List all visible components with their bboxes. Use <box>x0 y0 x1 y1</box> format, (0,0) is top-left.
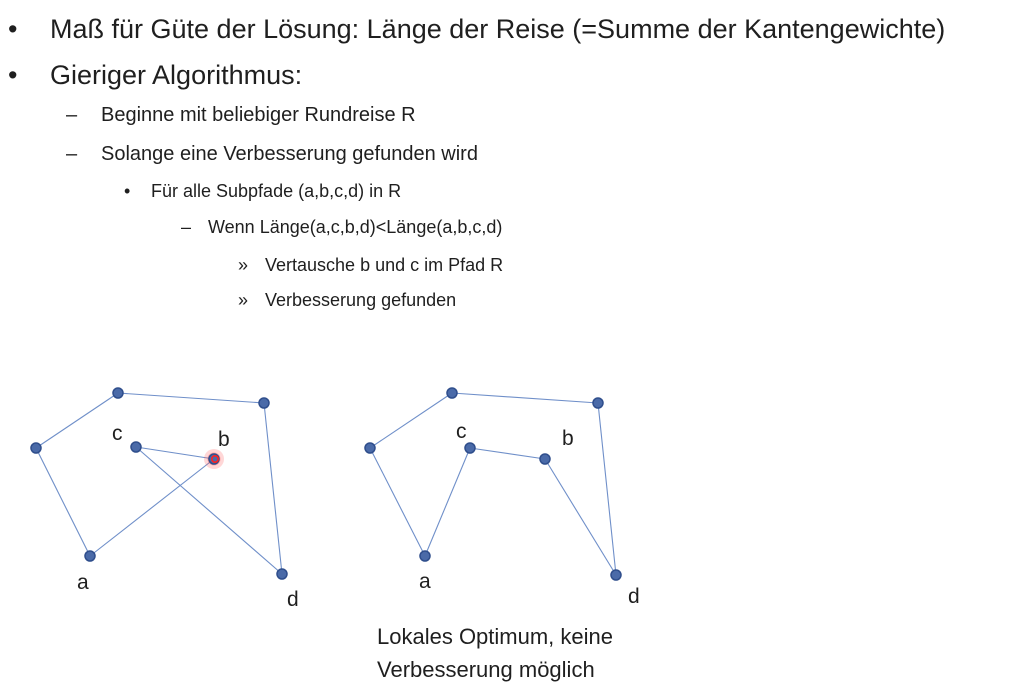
node-a <box>84 550 96 562</box>
raquo-marker: » <box>238 290 249 310</box>
cursor-ring <box>211 454 220 463</box>
label-b: b <box>562 427 574 450</box>
label-d: d <box>628 585 640 608</box>
edge <box>424 447 471 557</box>
node <box>446 387 458 399</box>
edge <box>451 392 599 404</box>
edge <box>469 447 546 460</box>
label-d: d <box>287 588 299 611</box>
edge <box>369 392 453 449</box>
node <box>364 442 376 454</box>
caption: Lokales Optimum, keine Verbesserung mögl… <box>377 620 613 686</box>
dash-marker: – <box>66 104 78 126</box>
label-c: c <box>456 420 467 443</box>
step-subpaths: Für alle Subpfade (a,b,c,d) in R <box>151 181 402 201</box>
edge <box>597 402 617 576</box>
edge <box>89 458 215 557</box>
node-a <box>419 550 431 562</box>
node-c <box>464 442 476 454</box>
label-b: b <box>218 428 230 451</box>
node <box>592 397 604 409</box>
node <box>258 397 270 409</box>
step-found: Verbesserung gefunden <box>265 290 457 310</box>
edge <box>117 392 265 404</box>
edge <box>35 447 91 557</box>
diagram-left: c b a d <box>30 387 299 611</box>
edge <box>35 392 119 449</box>
step-condition: Wenn Länge(a,c,b,d)<Länge(a,b,c,d) <box>208 217 503 237</box>
node-d <box>610 569 622 581</box>
step-start: Beginne mit beliebiger Rundreise R <box>101 104 416 126</box>
bullet-greedy: Gieriger Algorithmus: <box>50 60 303 90</box>
edge <box>263 402 283 575</box>
caption-line-1: Lokales Optimum, keine <box>377 624 613 649</box>
bullet-measure: Maß für Güte der Lösung: Länge der Reise… <box>50 14 946 44</box>
bullet-marker: • <box>8 60 18 90</box>
dash-marker: – <box>66 143 78 165</box>
node <box>30 442 42 454</box>
step-swap: Vertausche b und c im Pfad R <box>265 255 504 275</box>
edge <box>135 446 283 575</box>
raquo-marker: » <box>238 255 249 275</box>
node-d <box>276 568 288 580</box>
node-b <box>539 453 551 465</box>
dash-marker: – <box>181 217 192 237</box>
label-a: a <box>77 571 89 594</box>
diagram-right: c b a d <box>364 387 640 608</box>
edge <box>544 458 617 576</box>
edge <box>135 446 215 460</box>
caption-line-2: Verbesserung möglich <box>377 657 595 682</box>
node-c <box>130 441 142 453</box>
edge <box>369 447 426 557</box>
label-c: c <box>112 422 123 445</box>
bullet-marker: • <box>8 14 18 44</box>
node <box>112 387 124 399</box>
label-a: a <box>419 570 431 593</box>
step-loop: Solange eine Verbesserung gefunden wird <box>101 143 478 165</box>
bullet-marker: • <box>124 181 131 201</box>
